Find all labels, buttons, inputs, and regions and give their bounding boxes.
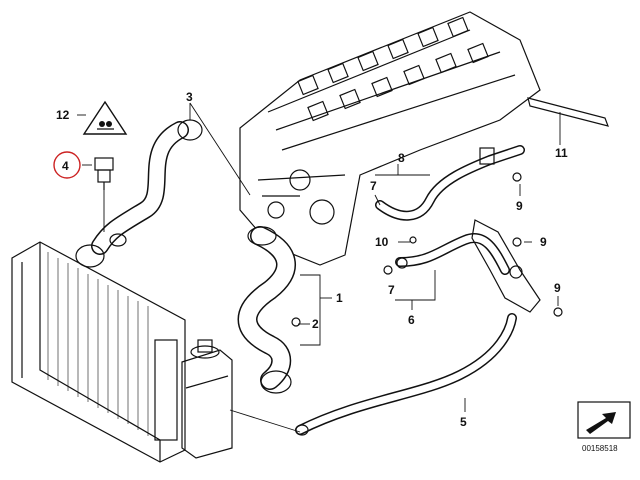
hose-8 — [375, 145, 525, 221]
cam-lobes — [297, 16, 489, 122]
long-hose-5 — [295, 313, 517, 436]
upper-radiator-hose — [75, 119, 203, 268]
leader-lines — [77, 102, 561, 433]
callout-5[interactable]: 5 — [460, 415, 467, 429]
warning-triangle-icon — [82, 100, 128, 135]
expansion-tank — [181, 339, 233, 459]
cylinder-head — [239, 11, 541, 266]
callout-2[interactable]: 2 — [312, 317, 319, 331]
callout-6[interactable]: 6 — [408, 313, 415, 327]
callout-9-bottom[interactable]: 9 — [554, 281, 561, 295]
radiator — [11, 241, 186, 463]
temperature-sensor — [94, 157, 114, 190]
callout-9-top[interactable]: 9 — [516, 199, 523, 213]
radiator-fins — [47, 252, 149, 436]
callout-4[interactable]: 4 — [62, 159, 69, 173]
callout-12[interactable]: 12 — [56, 108, 70, 122]
lower-hose — [237, 226, 296, 394]
callout-3[interactable]: 3 — [186, 90, 193, 104]
drawing-number: 00158518 — [582, 444, 618, 453]
callout-1[interactable]: 1 — [336, 291, 343, 305]
callout-11[interactable]: 11 — [555, 146, 568, 160]
bolts — [291, 172, 563, 327]
cable-strap — [527, 97, 609, 127]
callout-10[interactable]: 10 — [375, 235, 389, 249]
callout-7-upper[interactable]: 7 — [370, 179, 377, 193]
hose-6 — [395, 233, 510, 275]
callout-7-lower[interactable]: 7 — [388, 283, 395, 297]
callout-8[interactable]: 8 — [398, 151, 405, 165]
highlight-ring — [53, 151, 81, 179]
arrow-box-icon — [577, 401, 631, 439]
valve-bracket — [471, 219, 541, 313]
callout-9-mid[interactable]: 9 — [540, 235, 547, 249]
